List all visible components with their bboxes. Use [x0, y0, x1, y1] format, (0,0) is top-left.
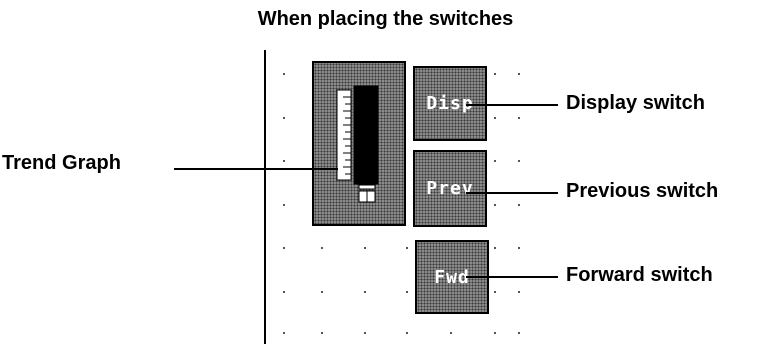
grid-dot: [494, 117, 496, 119]
grid-dot: [364, 247, 366, 249]
diagram-title: When placing the switches: [257, 8, 514, 30]
trend-graph-callout: Trend Graph: [2, 152, 121, 174]
grid-dot: [321, 332, 323, 334]
grid-dot: [518, 73, 520, 75]
grid-dot: [283, 247, 285, 249]
grid-dot: [494, 73, 496, 75]
grid-dot: [518, 160, 520, 162]
grid-dot: [321, 291, 323, 293]
grid-dot: [518, 204, 520, 206]
display-switch-label: Disp: [426, 93, 474, 114]
screen-edge-line: [264, 50, 266, 344]
previous-switch-button[interactable]: Prev: [413, 150, 487, 227]
display-switch-leader: [466, 104, 558, 106]
previous-switch-callout: Previous switch: [566, 180, 719, 202]
previous-switch-leader: [466, 192, 558, 194]
grid-dot: [321, 247, 323, 249]
trend-graph-icon: [336, 85, 379, 203]
grid-dot: [283, 332, 285, 334]
grid-dot: [283, 117, 285, 119]
grid-dot: [283, 204, 285, 206]
grid-dot: [283, 160, 285, 162]
grid-dot: [494, 204, 496, 206]
forward-switch-callout: Forward switch: [566, 264, 713, 286]
grid-dot: [494, 247, 496, 249]
forward-switch-leader: [466, 276, 558, 278]
previous-switch-label: Prev: [426, 178, 474, 199]
grid-dot: [450, 332, 452, 334]
grid-dot: [494, 291, 496, 293]
grid-dot: [518, 332, 520, 334]
grid-dot: [283, 291, 285, 293]
grid-dot: [364, 332, 366, 334]
grid-dot: [406, 332, 408, 334]
display-switch-button[interactable]: Disp: [413, 66, 487, 141]
grid-dot: [518, 117, 520, 119]
display-switch-callout: Display switch: [566, 92, 705, 114]
grid-dot: [283, 73, 285, 75]
grid-dot: [518, 247, 520, 249]
grid-dot: [494, 160, 496, 162]
forward-switch-label: Fwd: [434, 266, 470, 288]
grid-dot: [494, 332, 496, 334]
trend-graph[interactable]: [312, 61, 406, 226]
grid-dot: [406, 247, 408, 249]
grid-dot: [518, 291, 520, 293]
grid-dot: [364, 291, 366, 293]
grid-dot: [406, 291, 408, 293]
trend-graph-leader: [174, 168, 338, 170]
